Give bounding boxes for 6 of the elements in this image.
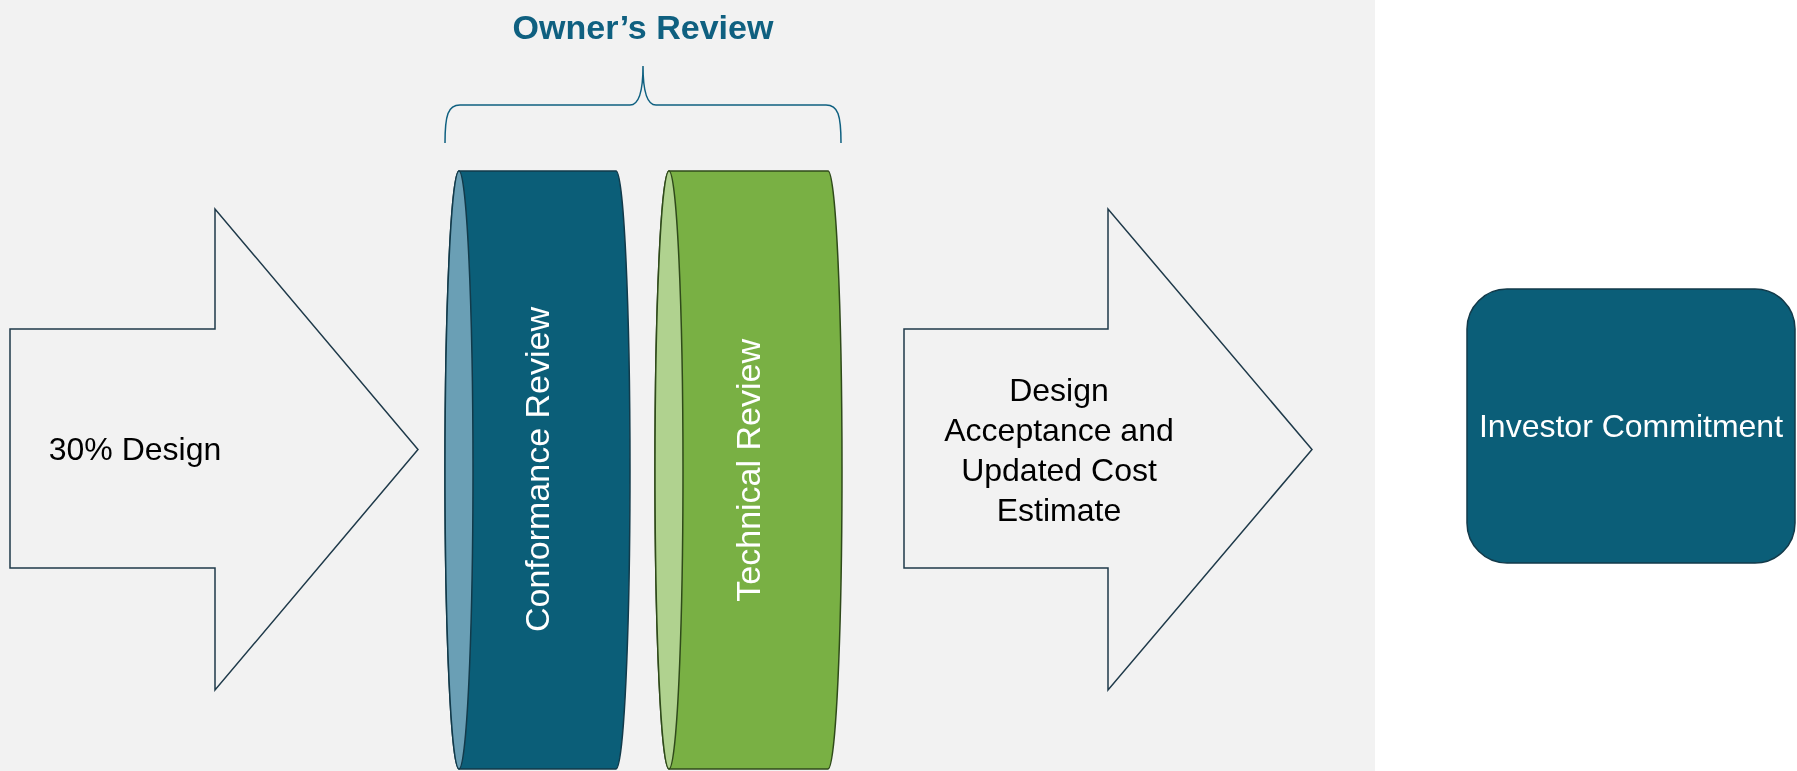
node-label: Design Acceptance and Updated Cost Estimate — [943, 370, 1175, 530]
node-label: Conformance Review — [517, 307, 558, 633]
node-label: Investor Commitment — [1478, 407, 1784, 446]
node-label: 30% Design — [48, 429, 222, 469]
group-heading: Owner’s Review — [511, 8, 775, 47]
node-label: Technical Review — [728, 338, 769, 602]
